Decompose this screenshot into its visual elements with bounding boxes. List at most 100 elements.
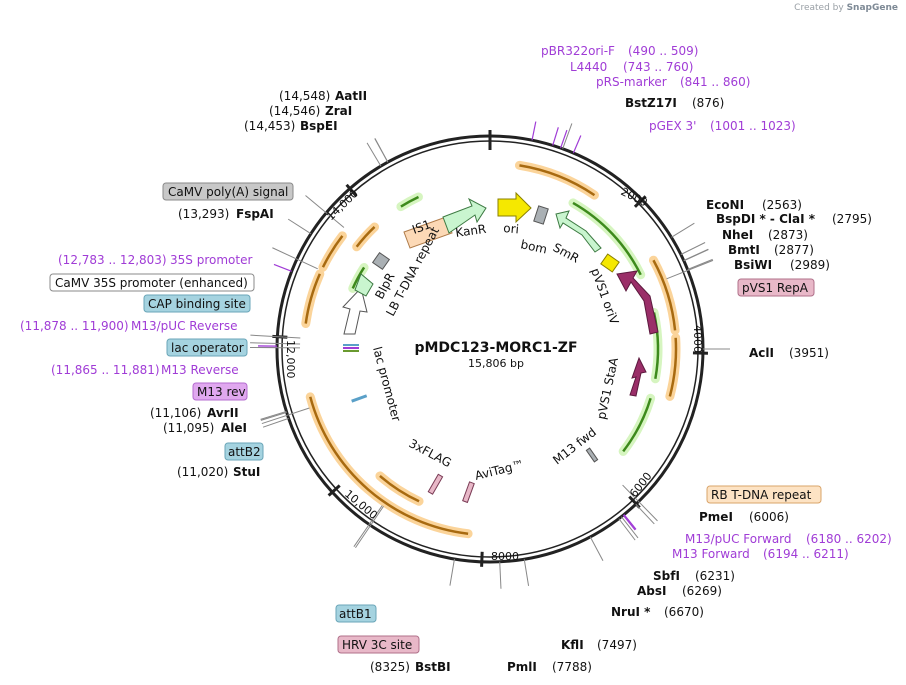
primer-m13-reverse: M13 Reverse bbox=[161, 363, 239, 377]
inner-label-kanr: KanR bbox=[454, 222, 487, 240]
tick-label-6000: 6000 bbox=[627, 470, 654, 500]
primer-line-3 bbox=[572, 135, 582, 154]
enzyme-aatii: AatII bbox=[335, 89, 367, 103]
tick-10000 bbox=[327, 484, 341, 497]
tick-label-12000: 12,000 bbox=[284, 340, 297, 379]
orange-arc-3 bbox=[668, 337, 678, 397]
inner-label-pvs1-oriv: pVS1 oriV bbox=[588, 266, 622, 327]
enzyme-bspdi-clai: BspDI * - ClaI * bbox=[716, 212, 816, 226]
enzyme-line-6 bbox=[680, 242, 706, 255]
feature-camv-polya: CaMV poly(A) signal bbox=[168, 185, 288, 199]
enzyme-nhei: NheI bbox=[722, 228, 753, 242]
enzyme-bmti: BmtI bbox=[728, 243, 760, 257]
primer-line-4 bbox=[623, 514, 637, 530]
tick-label-8000: 8000 bbox=[491, 550, 519, 563]
enzyme-stui-pos: (11,020) bbox=[177, 465, 228, 479]
enzyme-avrii: AvrII bbox=[207, 406, 239, 420]
orange-arc-left-1 bbox=[304, 273, 321, 324]
enzyme-nrui-pos: (6670) bbox=[664, 605, 704, 619]
enzyme-acli: AclI bbox=[749, 346, 774, 360]
feature-line-8 bbox=[353, 505, 383, 547]
enzyme-econi-pos: (2563) bbox=[762, 198, 802, 212]
enzyme-nhei-pos: (2873) bbox=[768, 228, 808, 242]
feature-camv-35s-enhanced: CaMV 35S promoter (enhanced) bbox=[55, 276, 248, 290]
enzyme-line-18 bbox=[262, 417, 289, 428]
primer-l4440-range: (743 .. 760) bbox=[623, 60, 693, 74]
inner-label-is1: IS1 bbox=[410, 217, 432, 237]
enzyme-econi: EcoNI bbox=[706, 198, 744, 212]
primer-line-0 bbox=[531, 121, 537, 141]
primer-labels: pBR322ori-F (490 .. 509) L4440 (743 .. 7… bbox=[20, 44, 892, 561]
inner-label-ori: ori bbox=[503, 221, 520, 236]
enzyme-zrai-pos: (14,546) bbox=[269, 104, 320, 118]
inner-label-bom: bom bbox=[519, 237, 548, 256]
enzyme-line-2 bbox=[366, 142, 382, 167]
feature-line-9 bbox=[355, 506, 384, 549]
primer-pgex3: pGEX 3' bbox=[649, 119, 696, 133]
primer-35s-promoter-range: (12,783 .. 12,803) bbox=[58, 253, 167, 267]
feature-pvs1-repa: pVS1 RepA bbox=[742, 281, 809, 295]
enzyme-line-8 bbox=[683, 249, 709, 262]
primer-m13-forward: M13 Forward bbox=[672, 547, 750, 561]
inner-label-pvs1-staa: pVS1 StaA bbox=[594, 356, 621, 421]
primer-m13-reverse-range: (11,865 .. 11,881) bbox=[51, 363, 160, 377]
primer-m13puc-forward: M13/pUC Forward bbox=[685, 532, 792, 546]
feature-line-6 bbox=[666, 259, 714, 280]
enzyme-line-16 bbox=[499, 561, 502, 589]
enzyme-line-15 bbox=[523, 559, 530, 586]
enzyme-bsiwi-pos: (2989) bbox=[790, 258, 830, 272]
credit-brand: SnapGene bbox=[846, 3, 898, 13]
enzyme-pmli: PmlI bbox=[507, 660, 537, 674]
enzyme-absi-pos: (6269) bbox=[682, 584, 722, 598]
enzyme-line-3 bbox=[287, 218, 312, 235]
primer-m13puc-forward-range: (6180 .. 6202) bbox=[806, 532, 892, 546]
enzyme-line-11 bbox=[635, 503, 655, 525]
enzyme-bspei-pos: (14,453) bbox=[244, 119, 295, 133]
primer-line-5 bbox=[622, 514, 636, 531]
enzyme-bspdi-clai-pos: (2795) bbox=[832, 212, 872, 226]
enzyme-alei-pos: (11,095) bbox=[163, 421, 214, 435]
enzyme-line-20 bbox=[260, 410, 287, 420]
enzyme-labels: AatII (14,548) ZraI (14,546) BspEI (14,4… bbox=[150, 89, 872, 674]
primer-line-1 bbox=[552, 127, 559, 146]
feature-line-2 bbox=[250, 334, 301, 339]
outer-features bbox=[301, 160, 681, 539]
orange-arc-left-2 bbox=[321, 235, 344, 268]
enzyme-line-13 bbox=[618, 518, 636, 541]
enzyme-pmei: PmeI bbox=[699, 510, 733, 524]
enzyme-nrui: NruI * bbox=[611, 605, 651, 619]
feature-rb-tdna-repeat: RB T-DNA repeat bbox=[711, 488, 812, 502]
enzyme-line-1 bbox=[374, 138, 389, 163]
primer-prs-marker: pRS-marker bbox=[596, 75, 667, 89]
orange-arc-1 bbox=[519, 164, 596, 197]
feature-attb1: attB1 bbox=[339, 607, 372, 621]
enzyme-pmei-pos: (6006) bbox=[749, 510, 789, 524]
enzyme-line-9 bbox=[687, 258, 713, 270]
feature-line-1 bbox=[272, 247, 318, 270]
inner-label-avitag: AviTag™ bbox=[473, 457, 525, 483]
feature-line-5 bbox=[261, 407, 310, 425]
plasmid-size: 15,806 bp bbox=[468, 357, 524, 370]
inner-label-smr: SmR bbox=[551, 240, 582, 265]
tick-6000 bbox=[628, 495, 641, 509]
enzyme-bstbi-pos: (8325) bbox=[370, 660, 410, 674]
primer-pgex3-range: (1001 .. 1023) bbox=[710, 119, 796, 133]
tick-label-14000: 14,000 bbox=[324, 187, 361, 223]
enzyme-kfli: KflI bbox=[561, 638, 584, 652]
orange-arc-big bbox=[309, 396, 469, 535]
credit-prefix: Created by bbox=[794, 3, 844, 13]
enzyme-sbfi: SbfI bbox=[653, 569, 680, 583]
primer-line-6 bbox=[273, 263, 292, 272]
feature-hrv-3c-site: HRV 3C site bbox=[342, 638, 412, 652]
feature-line-3 bbox=[250, 342, 301, 345]
green-arc-2-glow bbox=[618, 393, 656, 456]
tick-2000 bbox=[633, 195, 647, 208]
enzyme-acli-pos: (3951) bbox=[789, 346, 829, 360]
feature-cap-binding-site: CAP binding site bbox=[148, 297, 246, 311]
green-arc-4 bbox=[400, 195, 420, 208]
green-arc-2 bbox=[622, 397, 652, 453]
enzyme-lines bbox=[250, 121, 731, 589]
orange-arc-left-3 bbox=[355, 226, 376, 248]
primer-pbr322ori-f: pBR322ori-F bbox=[541, 44, 615, 58]
enzyme-avrii-pos: (11,106) bbox=[150, 406, 201, 420]
